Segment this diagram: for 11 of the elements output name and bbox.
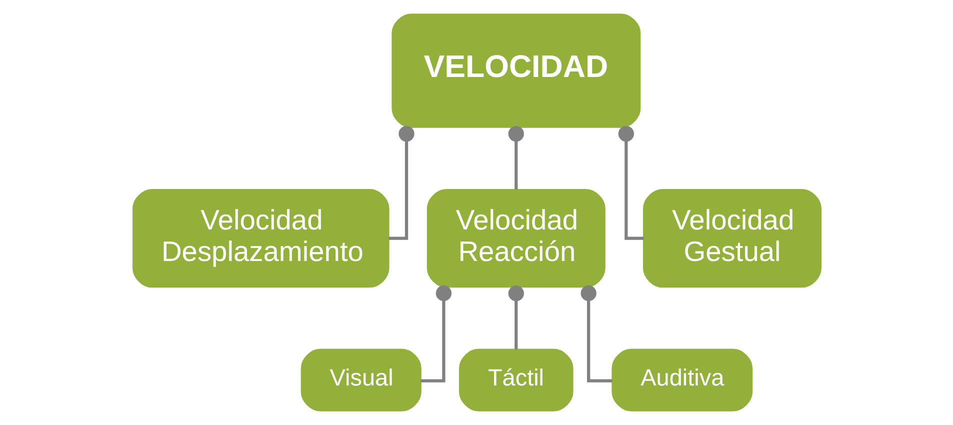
connector xyxy=(420,285,452,382)
node-box: Táctil xyxy=(458,348,573,412)
node-box: Velocidad Gestual xyxy=(642,189,822,288)
node-box: Visual xyxy=(300,348,421,412)
connector xyxy=(508,286,524,350)
node-box: Velocidad Desplazamiento xyxy=(132,189,389,288)
connector xyxy=(580,285,612,382)
connector xyxy=(508,126,524,190)
node-box: Velocidad Reacción xyxy=(426,189,605,288)
node-box: Auditiva xyxy=(611,348,752,412)
node-box: VELOCIDAD xyxy=(391,14,640,128)
